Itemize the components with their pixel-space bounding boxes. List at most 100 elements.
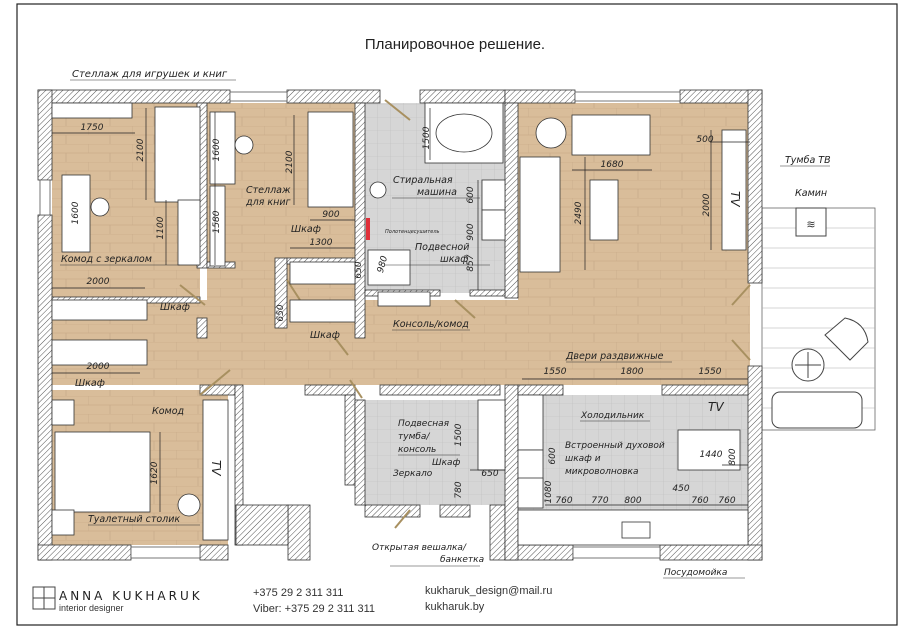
console-dresser (377, 291, 431, 307)
dimension-label: 1680 (601, 160, 624, 170)
dimension-label: 760 (555, 496, 572, 506)
label-wardrobe: Шкаф (432, 458, 461, 468)
sink-vanity (481, 209, 506, 241)
label-dresser: Комод (152, 406, 185, 417)
wall-segment (37, 214, 53, 561)
wall-segment (364, 504, 421, 518)
label-hanger: Открытая вешалка/ (372, 543, 467, 553)
door-leaf[interactable] (394, 509, 411, 529)
towel-warmer-icon (366, 218, 370, 240)
window (574, 91, 681, 102)
label-mirror: Зеркало (393, 469, 433, 479)
wall-segment (489, 504, 506, 561)
door-leaf[interactable] (731, 284, 751, 306)
sheet-frame (16, 3, 898, 626)
dimension-label: 650 (481, 469, 498, 479)
brand-name: Anna Kukharuk (59, 589, 203, 603)
outdoor-sofa-icon (771, 391, 863, 429)
dimension-lines: 1750210016001100160015802100900130065065… (52, 108, 750, 512)
dimension-label: 2000 (87, 362, 110, 372)
dimension-label: 650 (276, 304, 286, 321)
wall-segment (37, 89, 53, 181)
oven-column (517, 449, 544, 481)
label-wardrobe: Шкаф (160, 302, 190, 313)
door-leaf[interactable] (334, 337, 349, 356)
chair-1 (90, 197, 110, 217)
window (572, 546, 661, 559)
label-hanger: банкетка (440, 555, 484, 565)
dimension-label: 1080 (544, 480, 554, 503)
label-vanity: Туалетный столик (88, 514, 180, 525)
label-tv: TV (728, 191, 742, 207)
label-dresser-mirror: Комод с зеркалом (61, 254, 152, 265)
sofa-left (519, 156, 561, 273)
label-hanging-console: тумба/ (398, 432, 430, 442)
label-hanging-cabinet: шкаф (440, 254, 468, 265)
website-link[interactable]: kukharuk.by (425, 601, 485, 613)
armchair-icon (824, 317, 869, 361)
door-leaf[interactable] (179, 284, 206, 306)
wall-segment (469, 289, 506, 297)
wall-segment (287, 504, 311, 561)
brand-logo (32, 586, 56, 610)
shower (367, 249, 411, 286)
door-leaf[interactable] (349, 379, 363, 399)
nightstand-1 (51, 399, 75, 426)
label-console-dresser: Консоль/комод (393, 319, 469, 330)
door-leaf[interactable] (454, 299, 476, 319)
door-leaf[interactable] (286, 279, 301, 301)
label-washing-machine: машина (417, 187, 457, 198)
dimension-label: 1550 (699, 367, 722, 377)
dimension-label: 800 (728, 448, 738, 465)
dimension-label: 1500 (454, 423, 464, 446)
dimension-label: 1800 (621, 367, 644, 377)
wall-segment (235, 504, 289, 546)
wardrobe-mid-1 (289, 261, 356, 285)
dimension-label: 600 (548, 447, 558, 464)
label-hanging-console: консоль (398, 445, 436, 455)
toilet (369, 181, 387, 199)
bed-2 (307, 111, 354, 208)
wall-segment (37, 544, 132, 561)
label-fireplace: Камин (795, 188, 827, 199)
label-towel-warmer: Полотенцесушитель (385, 229, 440, 235)
window (39, 179, 51, 216)
wall-segment (504, 102, 519, 299)
label-hanging-console: Подвесная (398, 419, 450, 429)
label-hanging-cabinet: Подвесной (415, 242, 469, 253)
door-leaf[interactable] (384, 99, 411, 121)
tv-stand (721, 129, 747, 251)
fridge (517, 394, 544, 451)
label-sliding-doors: Двери раздвижные (565, 351, 664, 362)
door-leaf[interactable] (199, 369, 231, 396)
walls (37, 89, 763, 561)
dimension-label: 1600 (71, 201, 81, 224)
dimension-label: 770 (591, 496, 608, 506)
dimension-label: 1750 (81, 123, 104, 133)
nightstand-2 (51, 509, 75, 536)
phone[interactable]: +375 29 2 311 311 (253, 587, 343, 599)
dimension-label: 857 (466, 254, 476, 271)
email-link[interactable]: kukharuk_design@mail.ru (425, 585, 552, 597)
footer: Anna Kukharuk interior designer +375 29 … (32, 585, 552, 615)
dimension-label: 2100 (285, 150, 295, 173)
dimension-label: 900 (322, 210, 339, 220)
furniture (51, 102, 749, 546)
label-wardrobe: Шкаф (310, 330, 340, 341)
dimension-label: 980 (376, 255, 390, 274)
dimension-label: 2490 (574, 201, 584, 224)
wall-segment (274, 257, 288, 329)
wall-segment (196, 317, 208, 339)
viber[interactable]: Viber: +375 29 2 311 311 (253, 603, 375, 615)
door-leaf[interactable] (731, 339, 751, 361)
wall-segment (661, 384, 749, 396)
label-wardrobe: Шкаф (291, 224, 321, 235)
label-oven: микроволновка (565, 467, 639, 477)
wall-segment (379, 384, 501, 396)
label-oven: шкаф и (565, 454, 601, 464)
dimension-label: 1580 (212, 210, 222, 233)
label-wardrobe: Шкаф (75, 378, 105, 389)
dimension-label: 2000 (87, 277, 110, 287)
